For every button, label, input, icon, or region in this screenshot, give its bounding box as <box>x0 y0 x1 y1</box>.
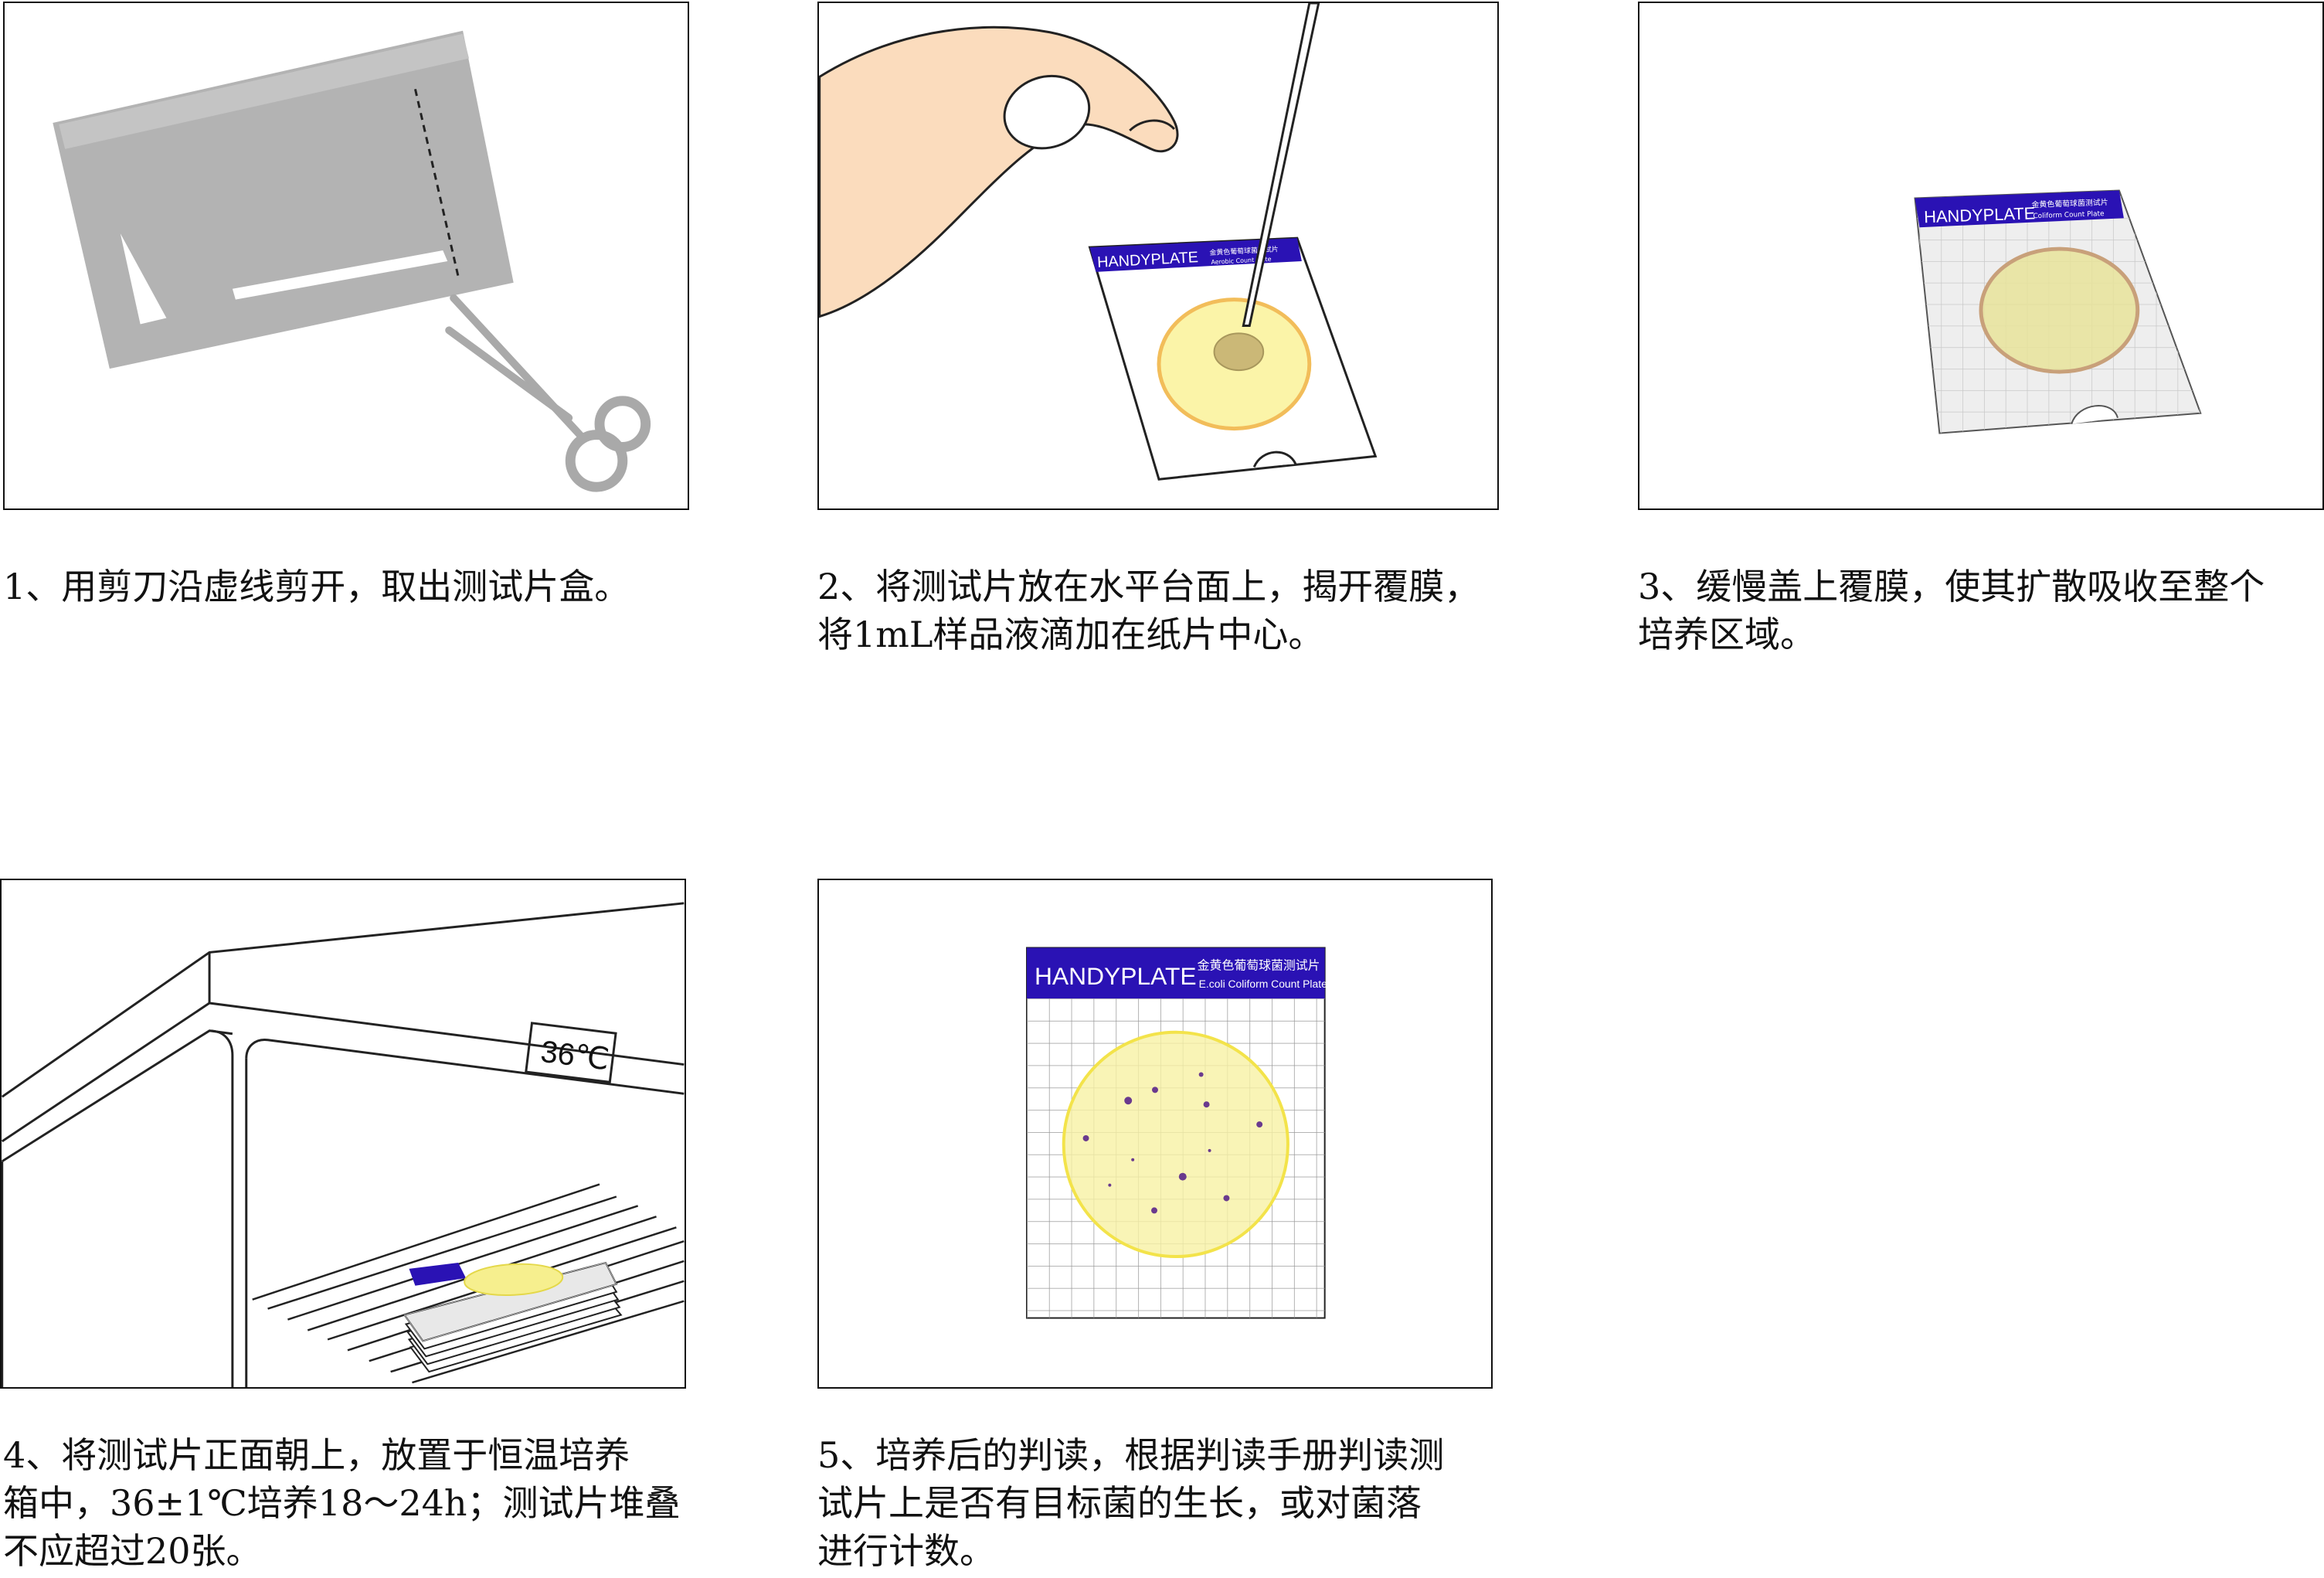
sample-droplet <box>1213 332 1265 372</box>
step4-panel: 36℃ <box>0 879 686 1389</box>
colony <box>1108 1183 1112 1187</box>
caption-line: 5、培养后的判读，根据判读手册判读测 <box>817 1434 1445 1476</box>
cut-dashed-line <box>413 88 460 277</box>
colony <box>1198 1072 1204 1077</box>
colony <box>1151 1207 1157 1214</box>
plate-brand-label: HANDYPLATE <box>1035 962 1197 990</box>
step2-caption: 2、将测试片放在水平台面上，揭开覆膜， 将1mL样品液滴加在纸片中心。 <box>817 563 1480 658</box>
step1-illustration <box>53 30 651 492</box>
plate-cn-label: 金黄色葡萄球菌测试片 <box>1198 957 1320 972</box>
colony <box>1256 1121 1263 1128</box>
colony <box>1124 1097 1133 1105</box>
colony <box>1178 1172 1187 1181</box>
hand-illustration <box>819 26 1179 318</box>
caption-line: 进行计数。 <box>817 1530 995 1572</box>
caption-line: 2、将测试片放在水平台面上，揭开覆膜， <box>817 566 1480 607</box>
step4-caption: 4、将测试片正面朝上，放置于恒温培养 箱中，36±1℃培养18～24h；测试片堆… <box>3 1431 681 1575</box>
plate-stack <box>403 1261 623 1373</box>
plate-notch <box>1252 451 1297 468</box>
caption-line: 4、将测试片正面朝上，放置于恒温培养 <box>3 1434 630 1476</box>
caption-line: 将1mL样品液滴加在纸片中心。 <box>817 614 1324 655</box>
colony <box>1131 1158 1135 1161</box>
colonies <box>1082 1072 1263 1214</box>
step2-panel: HANDYPLATE 金黄色葡萄球菌测试片 Aerobic Count Plat… <box>817 2 1499 510</box>
step3-illustration: HANDYPLATE 金黄色葡萄球菌测试片 Coliform Count Pla… <box>1914 189 2202 434</box>
pipette-icon <box>1242 3 1320 327</box>
step4-illustration: 36℃ <box>2 902 685 1387</box>
caption-line: 3、缓慢盖上覆膜，使其扩散吸收至整个 <box>1638 566 2265 607</box>
incubator <box>2 902 685 1387</box>
test-plate: HANDYPLATE 金黄色葡萄球菌测试片 Coliform Count Pla… <box>1914 189 2202 434</box>
caption-line: 培养区域。 <box>1638 614 1816 655</box>
step3-panel: HANDYPLATE 金黄色葡萄球菌测试片 Coliform Count Pla… <box>1638 2 2324 510</box>
step5-panel: HANDYPLATE 金黄色葡萄球菌测试片 E.coli Coliform Co… <box>817 879 1493 1389</box>
step5-illustration: HANDYPLATE 金黄色葡萄球菌测试片 E.coli Coliform Co… <box>1026 947 1327 1319</box>
temperature-label: 36℃ <box>539 1035 611 1077</box>
caption-line: 不应超过20张。 <box>3 1530 262 1572</box>
step5-caption: 5、培养后的判读，根据判读手册判读测 试片上是否有目标菌的生长，或对菌落 进行计… <box>817 1431 1444 1575</box>
plate-en-label: Coliform Count Plate <box>2033 210 2105 220</box>
colony <box>1082 1134 1089 1141</box>
caption-line: 试片上是否有目标菌的生长，或对菌落 <box>817 1482 1422 1524</box>
step1-panel <box>3 2 689 510</box>
step3-caption: 3、缓慢盖上覆膜，使其扩散吸收至整个 培养区域。 <box>1638 563 2265 658</box>
plate-brand-label: HANDYPLATE <box>1924 203 2036 226</box>
culture-area <box>464 1263 564 1296</box>
culture-area <box>1062 1030 1289 1259</box>
test-plate: HANDYPLATE 金黄色葡萄球菌测试片 E.coli Coliform Co… <box>1026 947 1327 1319</box>
step2-illustration: HANDYPLATE 金黄色葡萄球菌测试片 Aerobic Count Plat… <box>819 3 1378 481</box>
sachet-bag <box>53 30 514 369</box>
plate-notch <box>2071 405 2118 424</box>
plate-en-label: E.coli Coliform Count Plate <box>1199 978 1327 990</box>
step1-caption: 1、用剪刀沿虚线剪开，取出测试片盒。 <box>3 563 630 610</box>
plate-cn-label: 金黄色葡萄球菌测试片 <box>2031 197 2108 209</box>
test-plate: HANDYPLATE 金黄色葡萄球菌测试片 Aerobic Count Plat… <box>1088 236 1378 481</box>
culture-area <box>1979 247 2140 374</box>
colony <box>1203 1101 1210 1108</box>
caption-line: 箱中，36±1℃培养18～24h；测试片堆叠 <box>3 1482 681 1524</box>
colony <box>1152 1087 1158 1093</box>
colony <box>1223 1195 1230 1202</box>
caption-line: 1、用剪刀沿虚线剪开，取出测试片盒。 <box>3 566 630 607</box>
scissors-icon <box>445 294 651 492</box>
colony <box>1208 1148 1211 1152</box>
